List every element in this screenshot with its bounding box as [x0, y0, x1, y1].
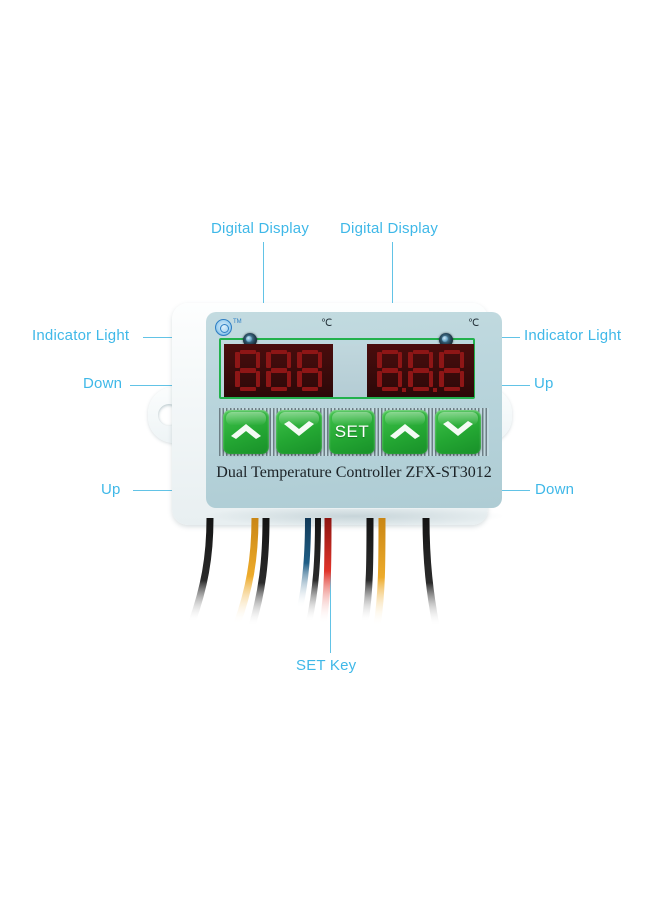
display-frame — [219, 333, 475, 399]
callout-digital-display-right: Digital Display — [340, 220, 439, 237]
model-label: Dual Temperature Controller ZFX-ST3012 — [216, 464, 492, 481]
seven-segment-digit — [266, 349, 291, 392]
indicator-light-right — [439, 333, 453, 347]
callout-up-bottom-left: Up — [101, 481, 121, 498]
device-faceplate: TM ℃ ℃ — [206, 312, 502, 508]
digital-display-left — [224, 344, 333, 397]
indicator-light-left — [243, 333, 257, 347]
seven-segment-group-right — [377, 349, 464, 392]
callout-down-left: Down — [83, 375, 123, 392]
callout-set-key: SET Key — [296, 657, 357, 674]
set-key[interactable]: SET — [329, 410, 375, 454]
leader-line-digital-display-left — [263, 242, 264, 361]
seven-segment-digit — [377, 349, 406, 392]
up-key-left[interactable] — [223, 410, 269, 454]
unit-label-left: ℃ — [321, 318, 332, 329]
callout-digital-display-left: Digital Display — [211, 220, 310, 237]
down-key-left[interactable] — [276, 410, 322, 454]
keypad: SET — [219, 408, 489, 456]
callout-indicator-light-right: Indicator Light — [524, 327, 622, 344]
chevron-down-icon — [282, 420, 316, 445]
unit-label-right: ℃ — [468, 318, 479, 329]
display-gap-panel — [333, 344, 367, 397]
seven-segment-digit — [235, 349, 260, 392]
digital-display-right — [367, 344, 474, 397]
seven-segment-digit — [297, 349, 322, 392]
chevron-down-icon — [441, 420, 475, 445]
callout-down-bottom-right: Down — [535, 481, 575, 498]
seven-segment-digit — [408, 349, 437, 392]
device-shadow — [202, 509, 506, 527]
seven-segment-group-left — [235, 349, 322, 392]
set-key-label: SET — [334, 422, 370, 441]
wire-bundle — [148, 514, 512, 648]
device-shell: TM ℃ ℃ — [172, 303, 506, 527]
callout-up-right: Up — [534, 375, 554, 392]
callout-indicator-light-left: Indicator Light — [32, 327, 130, 344]
down-key-right[interactable] — [435, 410, 481, 454]
brand-mark-icon — [215, 319, 232, 336]
seven-segment-digit — [439, 349, 464, 392]
leader-line-digital-display-right — [392, 242, 393, 361]
brand-logo: TM — [215, 319, 245, 337]
trademark-label: TM — [233, 319, 242, 325]
chevron-up-icon — [388, 420, 422, 445]
wires-svg — [188, 514, 440, 630]
chevron-up-icon — [229, 420, 263, 445]
temperature-controller-device: TM ℃ ℃ — [148, 303, 512, 527]
up-key-right[interactable] — [382, 410, 428, 454]
